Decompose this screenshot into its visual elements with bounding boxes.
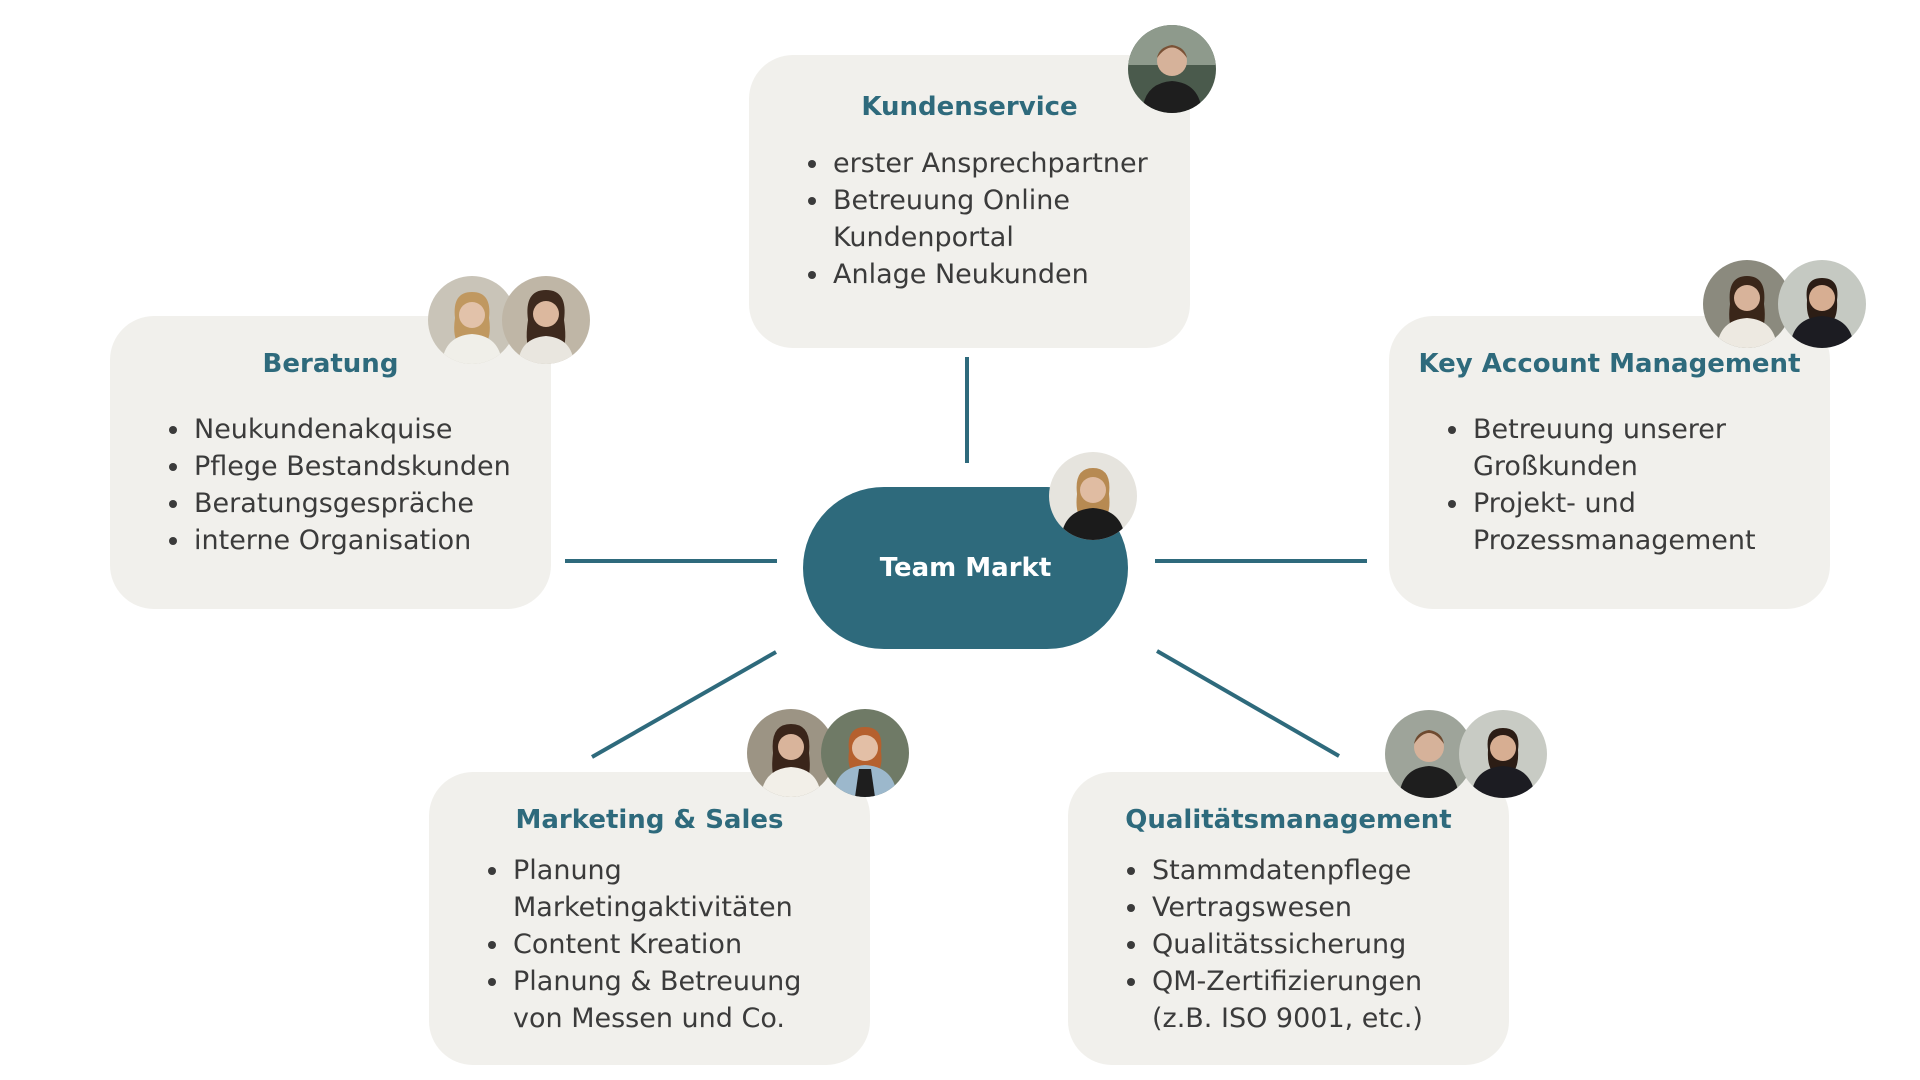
- card-title: Marketing & Sales: [515, 805, 784, 835]
- list-item: erster Ansprechpartner: [804, 145, 1148, 182]
- card-title: Beratung: [262, 349, 399, 379]
- list-item: Projekt- und: [1444, 485, 1756, 522]
- connector-bottom-left: [591, 650, 777, 759]
- card-list: Betreuung unserer Großkunden Projekt- un…: [1444, 411, 1756, 559]
- card-title: Qualitätsmanagement: [1125, 805, 1452, 835]
- list-item-continued: Großkunden: [1473, 451, 1638, 482]
- connector-bottom-right: [1156, 649, 1340, 758]
- list-item: Content Kreation: [484, 926, 801, 963]
- list-item: Neukundenakquise: [165, 411, 511, 448]
- card-beratung: Beratung Neukundenakquise Pflege Bestand…: [110, 316, 551, 609]
- list-item: Betreuung Online: [804, 182, 1148, 219]
- avatar-team-markt-person-icon: [1049, 452, 1137, 540]
- list-item-continued: Prozessmanagement: [1473, 525, 1756, 556]
- list-item: Vertragswesen: [1123, 889, 1423, 926]
- avatar-beratung-person-1-icon: [428, 276, 516, 364]
- list-item: Pflege Bestandskunden: [165, 448, 511, 485]
- list-item: Beratungsgespräche: [165, 485, 511, 522]
- card-key-account-management: Key Account Management Betreuung unserer…: [1389, 316, 1830, 609]
- list-item: QM-Zertifizierungen: [1123, 963, 1423, 1000]
- avatar-key-account-person-1-icon: [1703, 260, 1791, 348]
- card-list: Planung Marketingaktivitäten Content Kre…: [484, 852, 801, 1037]
- card-title: Key Account Management: [1418, 349, 1801, 379]
- avatar-qualitaet-person-2-icon: [1459, 710, 1547, 798]
- avatar-marketing-person-1-icon: [747, 709, 835, 797]
- list-item: interne Organisation: [165, 522, 511, 559]
- card-qualitaetsmanagement: Qualitätsmanagement Stammdatenpflege Ver…: [1068, 772, 1509, 1065]
- list-item-continued: von Messen und Co.: [513, 1003, 785, 1034]
- card-title: Kundenservice: [861, 92, 1078, 122]
- list-item: Betreuung unserer: [1444, 411, 1756, 448]
- list-item: Qualitätssicherung: [1123, 926, 1423, 963]
- avatar-key-account-person-2-icon: [1778, 260, 1866, 348]
- list-item: Planung & Betreuung: [484, 963, 801, 1000]
- list-item-continued: Kundenportal: [833, 222, 1014, 253]
- list-item: Stammdatenpflege: [1123, 852, 1423, 889]
- avatar-qualitaet-person-1-icon: [1385, 710, 1473, 798]
- avatar-beratung-person-2-icon: [502, 276, 590, 364]
- center-label: Team Markt: [879, 553, 1052, 583]
- card-list: erster Ansprechpartner Betreuung Online …: [804, 145, 1148, 293]
- list-item-continued: Marketingaktivitäten: [513, 892, 793, 923]
- list-item-continued: (z.B. ISO 9001, etc.): [1152, 1003, 1423, 1034]
- list-item: Planung: [484, 852, 801, 889]
- card-marketing-sales: Marketing & Sales Planung Marketingaktiv…: [429, 772, 870, 1065]
- avatar-marketing-person-2-icon: [821, 709, 909, 797]
- list-item: Anlage Neukunden: [804, 256, 1148, 293]
- card-kundenservice: Kundenservice erster Ansprechpartner Bet…: [749, 55, 1190, 348]
- card-list: Neukundenakquise Pflege Bestandskunden B…: [165, 411, 511, 559]
- avatar-kundenservice-person-icon: [1128, 25, 1216, 113]
- card-list: Stammdatenpflege Vertragswesen Qualitäts…: [1123, 852, 1423, 1037]
